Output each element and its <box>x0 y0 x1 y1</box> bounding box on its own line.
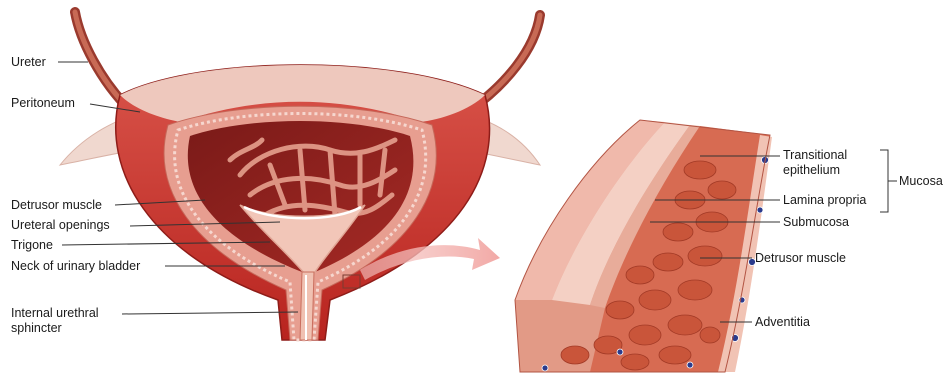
label-transitional-epithelium-line1: Transitional <box>783 148 847 163</box>
label-adventitia: Adventitia <box>755 315 810 330</box>
wall-cross-section <box>515 120 772 372</box>
label-lamina-propria: Lamina propria <box>783 193 866 208</box>
label-mucosa: Mucosa <box>899 174 943 189</box>
label-internal-sphincter-line1: Internal urethral <box>11 306 99 321</box>
label-neck-of-bladder: Neck of urinary bladder <box>11 259 140 274</box>
label-peritoneum: Peritoneum <box>11 96 75 111</box>
label-ureteral-openings: Ureteral openings <box>11 218 110 233</box>
label-wall-detrusor-muscle: Detrusor muscle <box>755 251 846 266</box>
label-internal-sphincter-line2: sphincter <box>11 321 62 336</box>
label-ureter: Ureter <box>11 55 46 70</box>
label-submucosa: Submucosa <box>783 215 849 230</box>
label-transitional-epithelium-line2: epithelium <box>783 163 840 178</box>
label-detrusor-muscle: Detrusor muscle <box>11 198 102 213</box>
label-trigone: Trigone <box>11 238 53 253</box>
